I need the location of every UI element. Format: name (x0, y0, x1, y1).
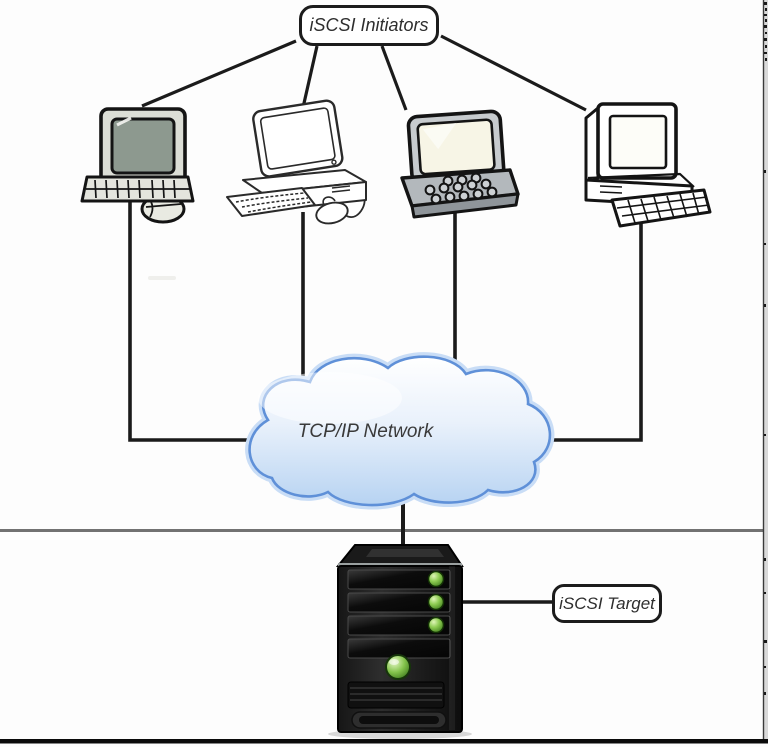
iscsi-initiators-label-box: iSCSI Initiators (299, 5, 439, 46)
monitor-screen (110, 117, 176, 175)
monitor-screen (608, 114, 668, 170)
keyboard-keys (86, 179, 191, 199)
iscsi-initiators-label: iSCSI Initiators (309, 15, 429, 35)
server-foot-slot-inner (359, 716, 439, 724)
mouse (315, 201, 349, 225)
connector-initiators-to-computer2 (300, 45, 319, 113)
cloud-highlight (258, 372, 402, 424)
laptop-screen (416, 118, 496, 176)
drive-led (427, 593, 445, 611)
sketch-desktop-computer-icon (226, 99, 367, 225)
power-button-glint (389, 659, 399, 665)
case-slots (331, 185, 351, 193)
screen-glint (116, 116, 132, 127)
iscsi-target-label-box: iSCSI Target (552, 584, 662, 623)
laptop-keys (424, 172, 498, 205)
case-slots (599, 185, 623, 194)
monitor-screen (259, 107, 336, 170)
scan-edge-artifact (762, 0, 768, 740)
laptop-front-edge (410, 192, 520, 219)
iscsi-target-label: iSCSI Target (559, 593, 655, 613)
laptop-computer-icon (400, 109, 520, 219)
faint-smudge (148, 276, 176, 280)
monitor-button (331, 159, 337, 165)
connector-initiators-to-computer4 (440, 34, 587, 112)
faint-scan-band (0, 529, 768, 532)
mouse-cable (322, 196, 336, 206)
tcpip-network-cloud (245, 352, 555, 510)
drive-led (427, 570, 445, 588)
power-button (385, 654, 411, 680)
tower-desktop-computer-icon (584, 102, 712, 228)
connector-initiators-to-computer1 (141, 39, 297, 108)
server-top-sheen (366, 549, 444, 557)
tcpip-network-label: TCP/IP Network (297, 421, 434, 442)
keyboard-keys (235, 192, 312, 213)
drive-led (427, 616, 445, 634)
server-tower-icon (328, 544, 472, 739)
desktop-crt-computer-icon (80, 107, 195, 224)
connector-computer1-to-cloud (128, 199, 254, 442)
keyboard-keys (616, 192, 710, 224)
case-top-edge (587, 172, 695, 188)
keyboard (226, 187, 316, 217)
screen-glint (422, 122, 457, 150)
connector-lines (128, 34, 643, 604)
connector-initiators-to-computer3 (380, 45, 408, 111)
server-drive-bays (347, 569, 451, 659)
server-vent-lines (350, 687, 442, 701)
connector-computer4-to-cloud (544, 219, 643, 442)
bottom-border (0, 739, 768, 744)
